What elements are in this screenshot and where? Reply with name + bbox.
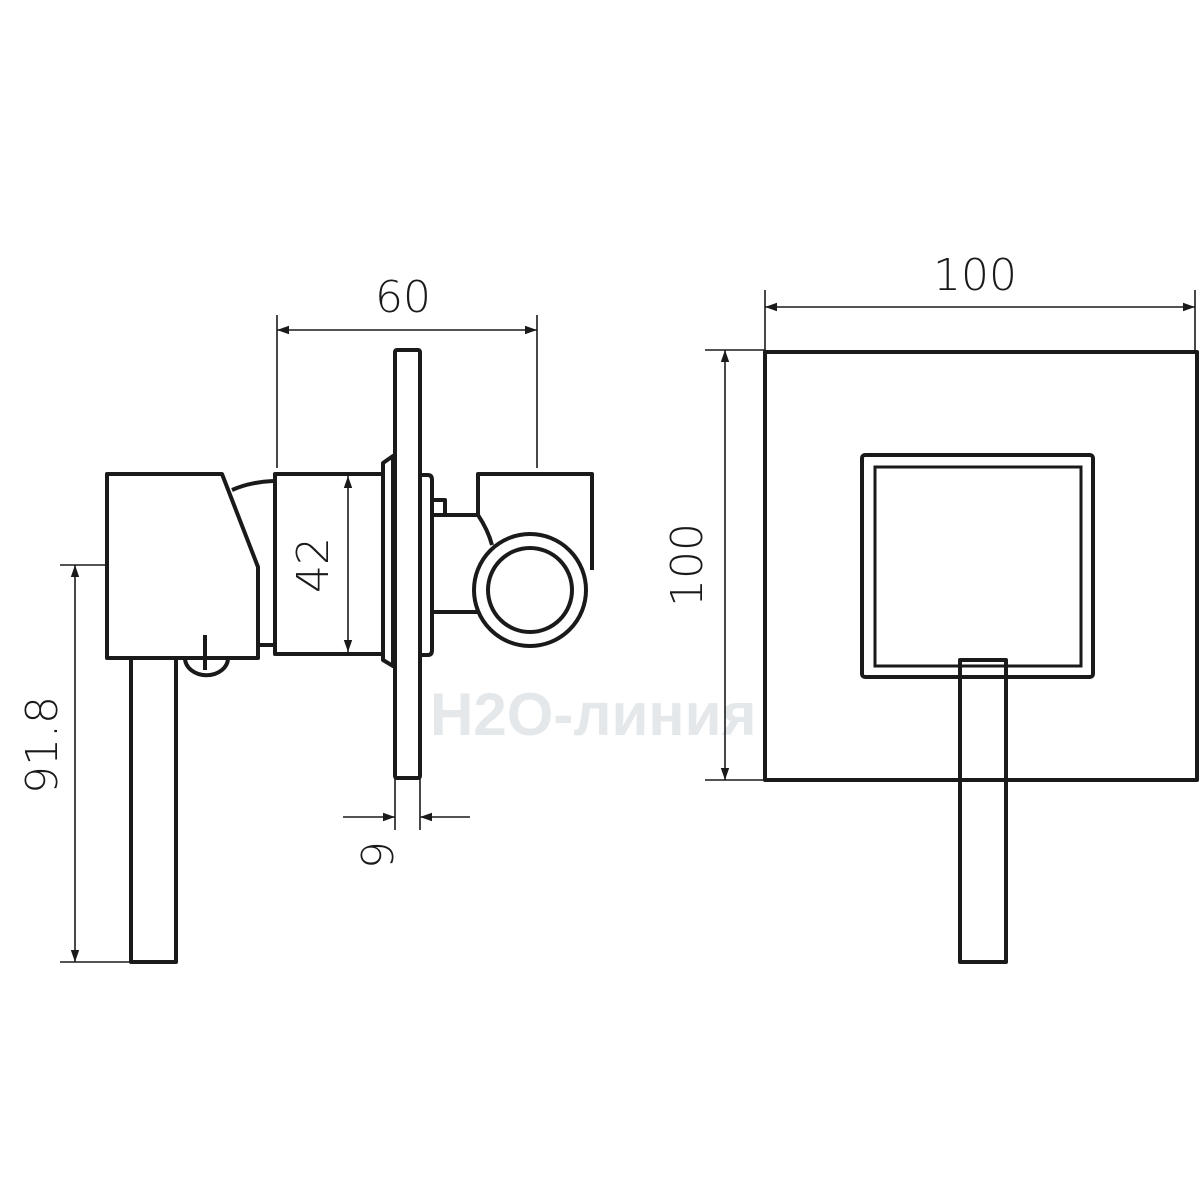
dim-label-100-width: 100 [933,250,1017,301]
outlet-outer [472,532,588,648]
dim-60: 60 [276,272,538,468]
dim-label-9: 9 [353,841,404,869]
dim-100-height: 100 [662,349,765,781]
dim-label-91-8: 91.8 [17,696,68,794]
watermark: H2O-линия [430,681,756,748]
dim-label-42: 42 [288,537,339,593]
nut [420,473,434,657]
dim-91-8: 91.8 [17,564,130,963]
lever-handle [129,656,178,964]
dim-label-100-height: 100 [662,523,713,607]
flange [381,454,395,668]
handle-inner [873,465,1083,668]
dim-42: 42 [288,476,353,652]
dim-100-width: 100 [764,250,1196,350]
joint-curve [231,479,274,492]
front-plate [763,350,1199,782]
cover-plate [393,348,422,780]
dim-9: 9 [343,778,470,869]
side-view [105,348,594,964]
outlet-inner [486,546,574,634]
dim-label-60: 60 [375,272,431,323]
front-lever [958,658,1008,964]
front-view [763,350,1199,964]
handle-outer [860,453,1095,679]
outlet-body [476,472,594,570]
lever-head [105,472,260,660]
